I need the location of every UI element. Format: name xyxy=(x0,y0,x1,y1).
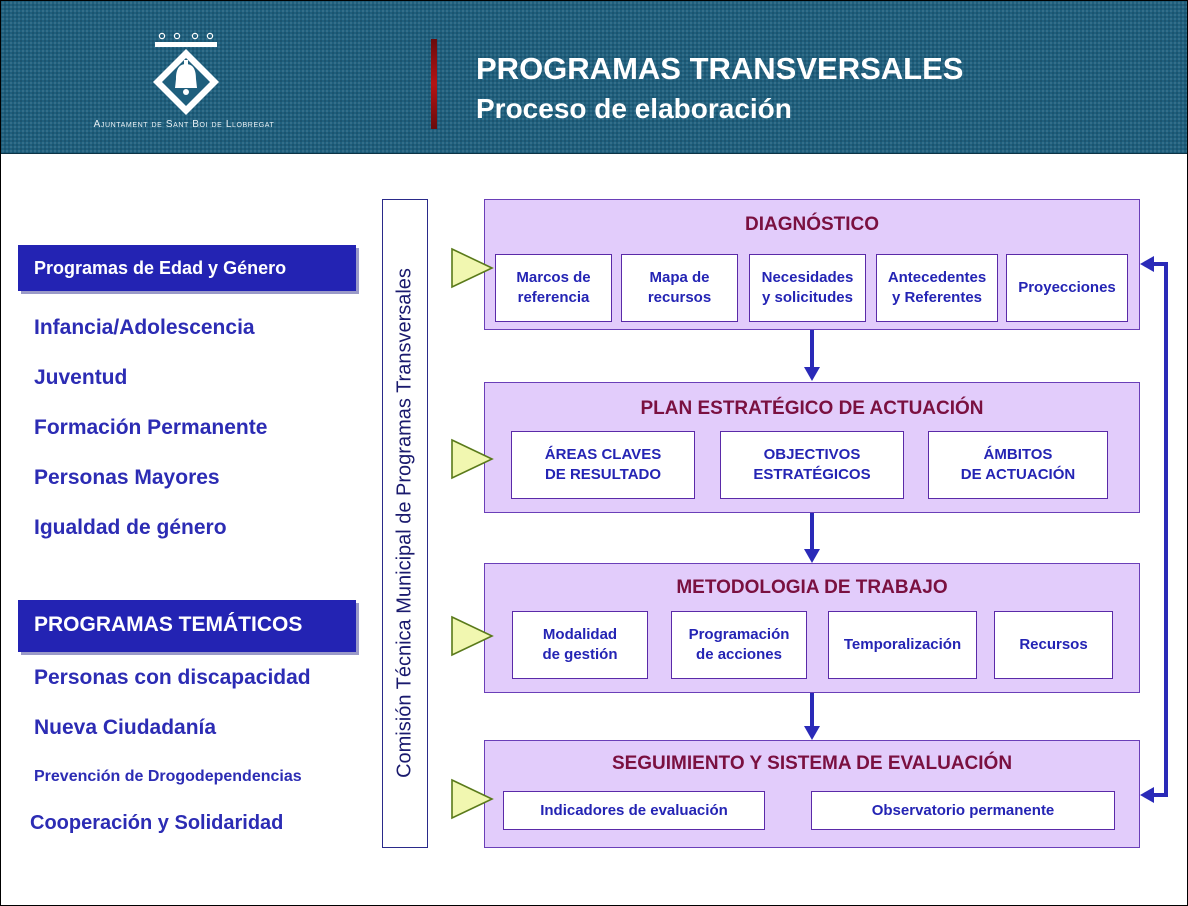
list-item: Personas con discapacidad xyxy=(34,666,311,689)
item-box: Mapa de recursos xyxy=(621,254,738,322)
item-box: Antecedentes y Referentes xyxy=(876,254,998,322)
item-box: Proyecciones xyxy=(1006,254,1128,322)
item-box: ÁMBITOS DE ACTUACIÓN xyxy=(928,431,1108,499)
item-box: ÁREAS CLAVES DE RESULTADO xyxy=(511,431,695,499)
triangle-pointer-icon xyxy=(451,438,494,480)
item-box: Recursos xyxy=(994,611,1113,679)
bell-shield-logo xyxy=(153,32,219,115)
commission-label: Comisión Técnica Municipal de Programas … xyxy=(393,268,416,778)
item-box: Observatorio permanente xyxy=(811,791,1115,830)
item-box: Marcos de referencia xyxy=(495,254,612,322)
list-item: Personas Mayores xyxy=(34,466,220,489)
page-subtitle: Proceso de elaboración xyxy=(476,93,792,124)
panel-title: SEGUIMIENTO Y SISTEMA DE EVALUACIÓN xyxy=(611,753,1013,774)
triangle-pointer-icon xyxy=(451,778,494,820)
item-box: OBJECTIVOS ESTRATÉGICOS xyxy=(720,431,904,499)
edad-genero-heading: Programas de Edad y Género xyxy=(18,245,356,291)
triangle-pointer-icon xyxy=(451,615,494,657)
panel-diagnostico: DIAGNÓSTICO Marcos de referencia Mapa de… xyxy=(484,199,1140,330)
title-divider xyxy=(431,39,437,129)
item-box: Necesidades y solicitudes xyxy=(749,254,866,322)
list-item: Cooperación y Solidaridad xyxy=(30,812,284,834)
panel-seguimiento: SEGUIMIENTO Y SISTEMA DE EVALUACIÓN Indi… xyxy=(484,740,1140,848)
list-item: Igualdad de género xyxy=(34,516,227,539)
list-item: Juventud xyxy=(34,366,128,389)
list-item: Prevención de Drogodependencias xyxy=(34,768,302,785)
tematicos-heading: PROGRAMAS TEMÁTICOS xyxy=(18,600,356,652)
list-item: Formación Permanente xyxy=(34,416,268,439)
item-box: Modalidad de gestión xyxy=(512,611,648,679)
panel-title: PLAN ESTRATÉGICO DE ACTUACIÓN xyxy=(640,398,984,419)
page-title: PROGRAMAS TRANSVERSALES xyxy=(476,51,964,86)
commission-column xyxy=(382,199,428,848)
item-box: Indicadores de evaluación xyxy=(503,791,765,830)
logo-text: Ajuntament de Sant Boi de Llobregat xyxy=(93,119,275,130)
panel-metodologia: METODOLOGIA DE TRABAJO Modalidad de gest… xyxy=(484,563,1140,693)
panel-title: DIAGNÓSTICO xyxy=(744,214,880,235)
list-item: Infancia/Adolescencia xyxy=(34,316,255,339)
item-box: Programación de acciones xyxy=(671,611,807,679)
panel-title: METODOLOGIA DE TRABAJO xyxy=(676,577,948,598)
panel-plan-estrategico: PLAN ESTRATÉGICO DE ACTUACIÓN ÁREAS CLAV… xyxy=(484,382,1140,513)
list-item: Nueva Ciudadanía xyxy=(34,716,217,739)
header-banner: Ajuntament de Sant Boi de Llobregat PROG… xyxy=(1,1,1187,154)
item-box: Temporalización xyxy=(828,611,977,679)
triangle-pointer-icon xyxy=(451,247,494,289)
